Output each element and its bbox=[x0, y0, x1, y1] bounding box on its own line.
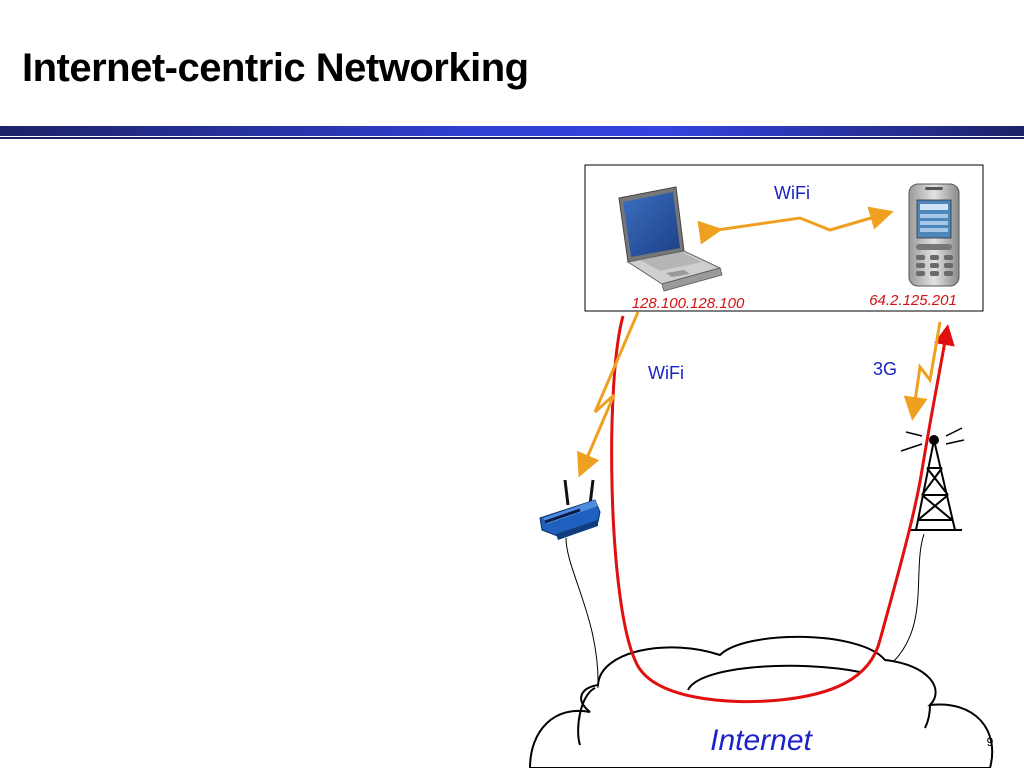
title-underline-bar bbox=[0, 126, 1024, 136]
page-number: 9 bbox=[987, 735, 994, 749]
laptop-ip-label: 128.100.128.100 bbox=[632, 295, 745, 312]
phone-ip-label: 64.2.125.201 bbox=[869, 292, 957, 309]
wifi-label-top: WiFi bbox=[774, 183, 810, 203]
internet-cloud-label: Internet bbox=[710, 724, 813, 757]
slide-title: Internet-centric Networking bbox=[22, 46, 529, 90]
wifi-link-laptop-phone bbox=[697, 206, 894, 245]
3g-link-phone-tower bbox=[903, 321, 942, 421]
wifi-label-router: WiFi bbox=[648, 363, 684, 383]
end-to-end-path bbox=[610, 315, 955, 704]
laptop-icon bbox=[618, 186, 723, 292]
wifi-link-laptop-router bbox=[577, 311, 640, 478]
title-underline-thin bbox=[0, 137, 1024, 139]
wireless-router-icon bbox=[539, 479, 601, 540]
3g-label: 3G bbox=[873, 359, 897, 379]
phone-icon bbox=[908, 183, 960, 287]
cell-tower-icon bbox=[900, 427, 965, 531]
tower-cable bbox=[892, 533, 925, 663]
router-cable bbox=[565, 537, 599, 689]
